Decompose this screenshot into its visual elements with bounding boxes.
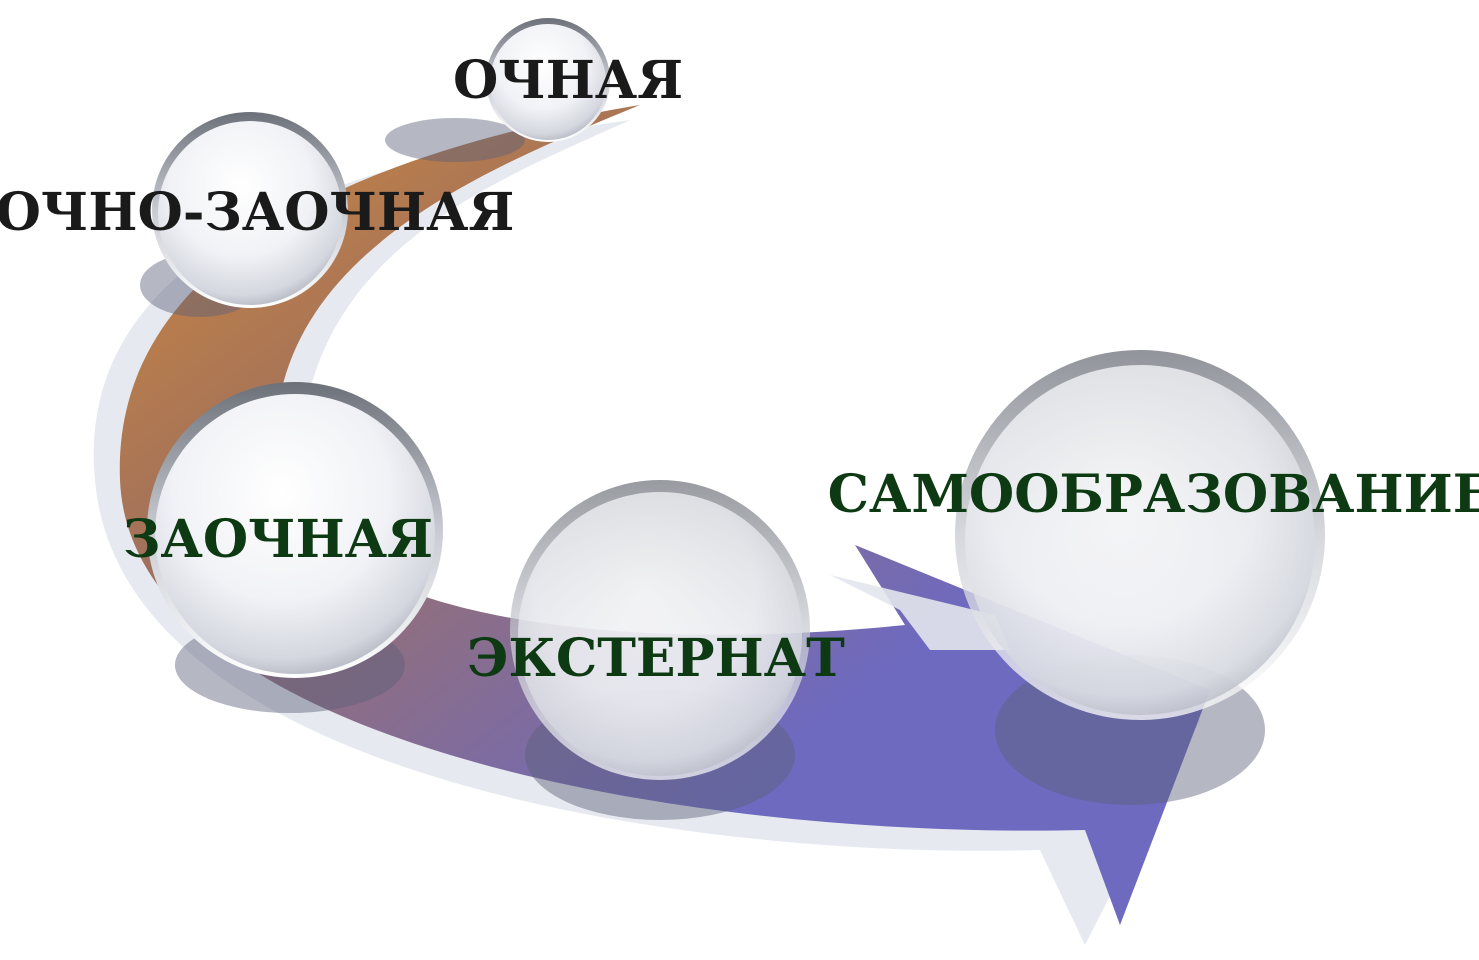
- curved-arrow: [119, 105, 1210, 925]
- bubble-ochnaya: [486, 18, 610, 142]
- stage-label-zaochnaya: ЗАОЧНАЯ: [123, 509, 433, 570]
- bubble-samoobrazovanie: [955, 350, 1325, 720]
- bubble-ochno-zaochnaya: [152, 112, 348, 308]
- bubble-eksternat: [510, 480, 810, 780]
- stage-label-samoobrazovanie: САМООБРАЗОВАНИЕ: [828, 464, 1479, 525]
- arrow-head-lining: [830, 575, 1010, 650]
- bubble-zaochnaya: [147, 382, 443, 678]
- stage-label-ochno-zaochnaya: ОЧНО-ЗАОЧНАЯ: [0, 182, 514, 243]
- stage-label-ochnaya: ОЧНАЯ: [453, 50, 683, 111]
- stage-label-eksternat: ЭКСТЕРНАТ: [467, 628, 845, 689]
